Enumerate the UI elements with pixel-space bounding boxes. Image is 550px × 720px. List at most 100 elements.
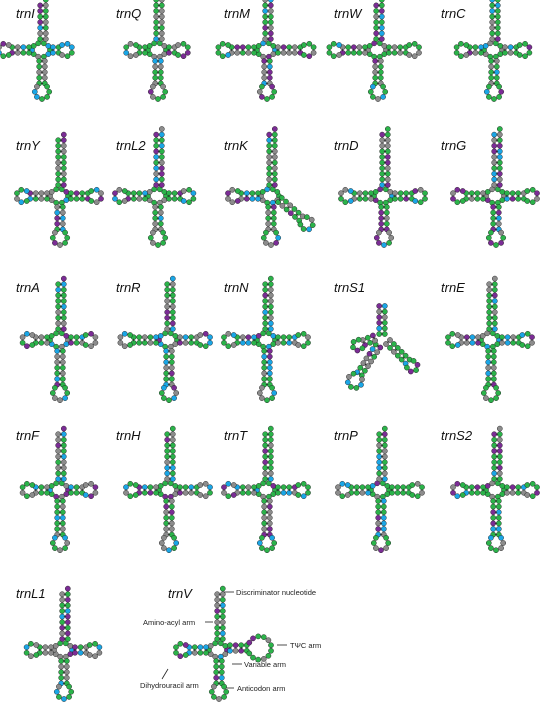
anticodon-loop-nt [375, 96, 381, 102]
anticodon-stem-nt [383, 220, 390, 227]
base-pair-bond [370, 354, 373, 357]
anticodon-loop-nt [52, 240, 58, 246]
anticodon-stem-nt [54, 364, 61, 371]
acceptor-stem-nt [491, 320, 498, 327]
acceptor-stem-nt [373, 30, 380, 37]
tpsic-loop-nt [246, 650, 253, 657]
anticodon-stem-nt [378, 209, 385, 216]
tpsic-loop-nt [68, 44, 75, 51]
tpsic-loop-nt [92, 339, 99, 346]
discriminator-nt [378, 0, 385, 3]
dhu-loop-nt [123, 489, 129, 496]
tpsic-loop-nt [268, 642, 274, 649]
base-pair-bond [363, 341, 365, 344]
dhu-stem-nt [136, 190, 143, 197]
dhu-loop-nt [219, 53, 226, 60]
trna-label: trnS2 [441, 428, 473, 443]
tpsic-stem-nt [283, 198, 289, 205]
junction-nt [497, 43, 504, 49]
dhu-loop-nt [454, 186, 461, 193]
anticodon-stem-nt [261, 63, 268, 70]
tpsic-loop-nt [64, 53, 71, 60]
tpsic-loop-nt [529, 186, 536, 193]
dhu-stem-nt [249, 195, 256, 202]
anticodon-loop-nt [260, 234, 267, 241]
anticodon-stem-nt [493, 63, 500, 70]
anticodon-stem-nt [59, 364, 66, 371]
tpsic-loop-nt [82, 492, 89, 498]
acceptor-stem-nt [266, 142, 273, 149]
tpsic-loop-nt [306, 40, 313, 47]
anticodon-loop-nt [488, 534, 494, 541]
tpsic-loop-nt [414, 493, 421, 500]
anticodon-loop-nt [64, 540, 71, 546]
trna-structure-trnQ [123, 0, 191, 102]
acceptor-stem-nt [381, 459, 388, 466]
acceptor-stem-nt [486, 309, 493, 316]
trna-label: trnG [441, 138, 466, 153]
anticodon-stem-nt [495, 209, 502, 216]
tpsic-stem-nt [509, 190, 516, 197]
tpsic-loop-nt [207, 484, 213, 491]
acceptor-stem-nt [267, 436, 274, 443]
base-pair-bond [358, 372, 361, 375]
acceptor-stem-nt [60, 298, 67, 304]
acceptor-stem-nt [153, 142, 160, 149]
anticodon-loop-nt [147, 234, 154, 241]
anticodon-loop-nt [488, 545, 494, 551]
dhu-loop-nt [219, 40, 226, 47]
base-pair-bond [402, 356, 405, 359]
tpsic-stem-nt [182, 339, 189, 346]
anticodon-loop-nt [66, 683, 72, 690]
anticodon-loop-nt [273, 240, 279, 246]
anticodon-loop-nt [483, 395, 489, 401]
anticodon-loop-nt [223, 688, 230, 695]
tpsic-stem-nt [280, 339, 287, 346]
anticodon-stem-nt [485, 376, 492, 382]
dhu-loop-nt [19, 489, 26, 496]
trna-structure-trnW [326, 0, 422, 102]
trna-label: trnP [334, 428, 358, 443]
acceptor-stem-nt [378, 30, 385, 37]
anticodon-stem-nt [36, 74, 43, 81]
dhu-loop-nt [454, 480, 461, 487]
tpsic-loop-nt [304, 214, 310, 220]
anticodon-loop-nt [483, 384, 489, 391]
tpsic-stem-nt [77, 649, 84, 656]
acceptor-stem-nt [64, 596, 71, 603]
acceptor-stem-nt [60, 320, 67, 327]
acceptor-stem-nt [267, 298, 274, 304]
anticodon-loop-nt [259, 83, 265, 90]
anticodon-loop-nt [370, 540, 377, 546]
dhu-loop-nt [123, 49, 130, 56]
anticodon-stem-nt [266, 364, 273, 371]
tpsic-loop-nt [184, 44, 191, 51]
tpsic-stem-nt [73, 190, 80, 197]
dhu-loop-nt [454, 342, 461, 348]
junction-nt [222, 643, 229, 649]
trna-label: trnL1 [16, 586, 46, 601]
dhu-loop-nt [33, 642, 40, 648]
tpsic-stem-nt [287, 210, 294, 217]
acceptor-stem-nt [496, 154, 503, 160]
tpsic-stem-nt [291, 44, 298, 51]
anticodon-loop-nt [269, 545, 275, 551]
acceptor-stem-nt [219, 596, 226, 603]
discriminator-nt [381, 425, 388, 432]
anticodon-loop-nt [150, 240, 156, 246]
dhu-loop-nt [29, 342, 36, 348]
anticodon-loop-nt [161, 534, 167, 541]
anticodon-stem-nt [59, 209, 66, 216]
discriminator-nt [169, 275, 176, 282]
acceptor-stem-nt [381, 436, 388, 443]
acceptor-stem-nt [55, 176, 62, 183]
anticodon-loop-nt [271, 390, 278, 396]
anticodon-loop-nt [44, 94, 50, 100]
acceptor-stem-nt [169, 448, 176, 454]
anticodon-loop-nt [269, 395, 275, 401]
anticodon-stem-nt [163, 514, 170, 521]
tpsic-stem-nt [394, 352, 401, 359]
acceptor-stem-nt [42, 19, 49, 26]
aminoacyl-annotation: Amino-acyl arm [143, 618, 195, 627]
anticodon-stem-nt [63, 674, 70, 681]
